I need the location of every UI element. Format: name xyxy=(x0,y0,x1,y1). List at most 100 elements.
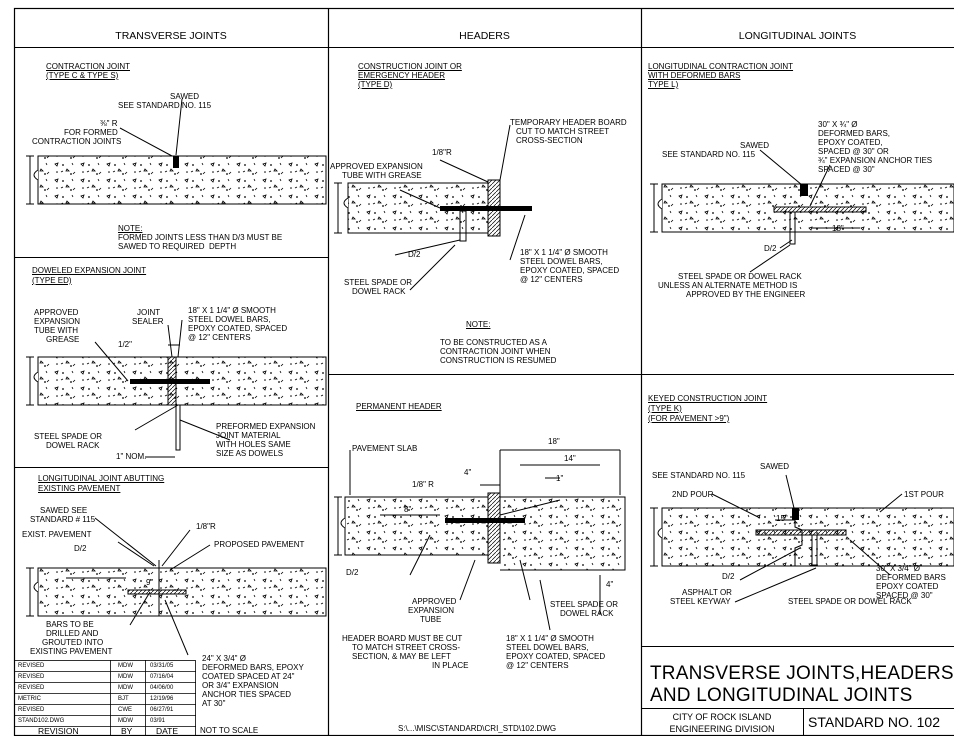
abutting-subtitle: EXISTING PAVEMENT xyxy=(38,484,121,493)
doweled-sealer2: SEALER xyxy=(132,317,164,326)
keyed-pour1: 1ST POUR xyxy=(904,490,944,499)
abutting-sawed2: STANDARD # 115 xyxy=(30,515,96,524)
header-longitudinal: LONGITUDINAL JOINTS xyxy=(738,30,857,42)
construction-temp3: CROSS-SECTION xyxy=(516,136,583,145)
longcontraction-bars5: ¾" EXPANSION ANCHOR TIES xyxy=(818,156,933,165)
rev-row-2-desc: REVISED xyxy=(18,674,45,680)
construction-dowel4: @ 12" CENTERS xyxy=(520,275,583,284)
abutting-nine: 9" xyxy=(146,578,154,587)
longcontraction-bars3: EPOXY COATED, xyxy=(818,138,883,147)
rev-row-3-by: MDW xyxy=(118,685,133,691)
rev-row-3-desc: REVISED xyxy=(18,685,45,691)
abutting-radius: 1/8"R xyxy=(196,522,216,531)
doweled-dowel2: STEEL DOWEL BARS, xyxy=(188,315,271,324)
contraction-slab xyxy=(26,98,327,205)
doweled-sealer1: JOINT xyxy=(137,308,161,317)
longcontraction-bars1: 30" X ¾" ø xyxy=(818,120,858,129)
longcontraction-bars2: DEFORMED BARS, xyxy=(818,129,891,138)
permanent-d1: 1" xyxy=(556,474,564,483)
keyed-d15: 15" xyxy=(776,514,788,523)
contraction-formed2: CONTRACTION JOINTS xyxy=(32,137,122,146)
doweled-dowel3: EPOXY COATED, SPACED xyxy=(188,324,288,333)
contraction-title: CONTRACTION JOINT xyxy=(46,62,130,71)
doweled-subtitle: (TYPE ED) xyxy=(32,276,72,285)
keyed-d2: D/2 xyxy=(722,572,735,581)
keyed-bars3: EPOXY COATED xyxy=(876,582,939,591)
abutting-sawed1: SAWED SEE xyxy=(40,506,88,515)
not-to-scale: NOT TO SCALE xyxy=(200,726,259,735)
keyed-see: SEE STANDARD NO. 115 xyxy=(652,471,746,480)
permanent-tube3: TUBE xyxy=(420,615,442,624)
permanent-board1: HEADER BOARD MUST BE CUT xyxy=(342,634,463,643)
rev-head-date: DATE xyxy=(156,726,179,736)
rev-row-3-date: 04/06/00 xyxy=(150,685,174,691)
permanent-slab xyxy=(334,449,626,631)
construction-title1: CONSTRUCTION JOINT OR xyxy=(358,62,462,71)
construction-slab xyxy=(334,124,532,291)
abutting-def4: OR 3/4" EXPANSION xyxy=(202,681,279,690)
doweled-tube2: EXPANSION xyxy=(34,317,81,326)
longcontraction-spade1: STEEL SPADE OR DOWEL RACK xyxy=(678,272,802,281)
rev-row-4-by: BJT xyxy=(118,696,129,702)
permanent-board2: TO MATCH STREET CROSS- xyxy=(352,643,461,652)
keyed-bars4: SPACED @ 30" xyxy=(876,591,933,600)
permanent-board3: SECTION, & MAY BE LEFT xyxy=(352,652,451,661)
keyed-pour2: 2ND POUR xyxy=(672,490,714,499)
construction-radius: 1/8"R xyxy=(432,148,452,157)
division-name: ENGINEERING DIVISION xyxy=(669,724,775,734)
construction-note1: TO BE CONSTRUCTED AS A xyxy=(440,338,547,347)
construction-note2: CONTRACTION JOINT WHEN xyxy=(440,347,551,356)
rev-row-5-by: CWE xyxy=(118,707,132,713)
header-headers: HEADERS xyxy=(459,30,510,42)
permanent-dowel4: @ 12" CENTERS xyxy=(506,661,569,670)
keyed-bars2: DEFORMED BARS xyxy=(876,573,946,582)
permanent-title: PERMANENT HEADER xyxy=(356,402,442,411)
longcontraction-spade2: UNLESS AN ALTERNATE METHOD IS xyxy=(658,281,798,290)
permanent-d14: 14" xyxy=(564,454,576,463)
abutting-title: LONGITUDINAL JOINT ABUTTING xyxy=(38,474,165,483)
drawing-path: S:\...\MISC\STANDARD\CRI_STD\102.DWG xyxy=(398,724,557,733)
construction-dowel1: 18" X 1 1/4" ø SMOOTH xyxy=(520,248,608,257)
keyed-title1: KEYED CONSTRUCTION JOINT xyxy=(648,394,768,403)
construction-title3: (TYPE D) xyxy=(358,80,393,89)
abutting-bars4: EXISTING PAVEMENT xyxy=(30,647,113,656)
doweled-slab xyxy=(26,319,327,458)
rev-row-6-by: MDW xyxy=(118,718,133,724)
doweled-spade2: DOWEL RACK xyxy=(46,441,100,450)
longcontraction-title2: WITH DEFORMED BARS xyxy=(648,71,741,80)
longcontraction-sawed: SAWED xyxy=(740,141,770,150)
construction-note-title: NOTE: xyxy=(466,320,491,329)
doweled-tube1: APPROVED xyxy=(34,308,79,317)
abutting-def6: AT 30" xyxy=(202,699,226,708)
permanent-spade1: STEEL SPADE OR xyxy=(550,600,619,609)
rev-head-revision: REVISION xyxy=(38,726,79,736)
permanent-d18: 18" xyxy=(548,437,560,446)
longcontraction-bars4: SPACED @ 30" OR xyxy=(818,147,889,156)
keyed-title3: (FOR PAVEMENT >9") xyxy=(648,414,730,423)
contraction-radius: ⅜" R xyxy=(100,119,118,128)
construction-dowel3: EPOXY COATED, SPACED xyxy=(520,266,620,275)
rev-head-by: BY xyxy=(121,726,133,736)
longcontraction-title3: TYPE L) xyxy=(648,80,679,89)
rev-row-1-by: MDW xyxy=(118,663,133,669)
doweled-tube3: TUBE WITH xyxy=(34,326,78,335)
permanent-spade2: DOWEL RACK xyxy=(560,609,614,618)
keyed-slab xyxy=(650,474,954,603)
permanent-dowel3: EPOXY COATED, SPACED xyxy=(506,652,606,661)
keyed-asphalt1: ASPHALT OR xyxy=(682,588,732,597)
longcontraction-bars6: SPACED @ 30" xyxy=(818,165,875,174)
contraction-sawed: SAWED xyxy=(170,92,200,101)
rev-row-4-date: 12/19/96 xyxy=(150,696,174,702)
contraction-formed1: FOR FORMED xyxy=(64,128,118,137)
permanent-d8: 8" xyxy=(404,505,412,514)
abutting-exist: EXIST. PAVEMENT xyxy=(22,530,92,539)
construction-title2: EMERGENCY HEADER xyxy=(358,71,445,80)
permanent-dowel1: 18" X 1 1/4" ø SMOOTH xyxy=(506,634,594,643)
construction-temp2: CUT TO MATCH STREET xyxy=(516,127,610,136)
standard-number: STANDARD NO. 102 xyxy=(808,714,940,730)
doweled-dowel4: @ 12" CENTERS xyxy=(188,333,251,342)
permanent-tube1: APPROVED xyxy=(412,597,457,606)
rev-row-6-date: 03/91 xyxy=(150,718,166,724)
abutting-d2: D/2 xyxy=(74,544,87,553)
